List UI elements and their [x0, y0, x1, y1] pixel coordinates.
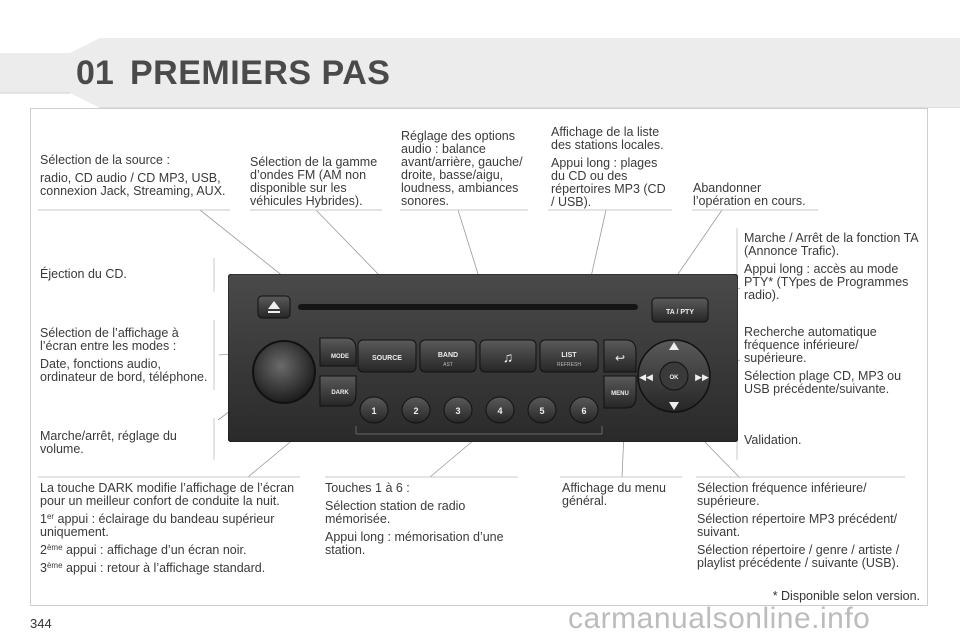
- audio-button[interactable]: ♫: [479, 339, 537, 373]
- watermark: carmanualsonline.info: [568, 602, 871, 635]
- preset-button-6: 6: [569, 396, 599, 424]
- mode-label: MODE: [331, 354, 349, 360]
- mode-button[interactable]: MODE: [319, 337, 357, 367]
- list-label: LIST: [561, 352, 577, 359]
- volume-knob[interactable]: [252, 340, 316, 404]
- navigation-pad[interactable]: OK ◀◀ ▶▶: [637, 339, 711, 413]
- svg-text:1: 1: [371, 406, 376, 416]
- return-button[interactable]: ↩: [603, 339, 637, 373]
- dark-label: DARK: [331, 390, 349, 396]
- svg-text:6: 6: [581, 406, 586, 416]
- svg-text:3: 3: [455, 406, 460, 416]
- dark-button[interactable]: DARK: [319, 375, 357, 407]
- return-icon: ↩: [615, 351, 625, 365]
- band-button[interactable]: BAND AST: [419, 339, 477, 373]
- band-label: BAND: [438, 352, 458, 359]
- ok-label: OK: [670, 375, 680, 381]
- svg-text:2: 2: [413, 406, 418, 416]
- eject-icon: [268, 301, 280, 309]
- chapter-title: PREMIERS PAS: [130, 54, 391, 92]
- arrow-up-icon: [669, 342, 679, 350]
- radio-unit: TA / PTY MODE DARK SOURCE BAND AST ♫ LIS…: [228, 274, 738, 442]
- preset-button-1: 1: [359, 396, 389, 424]
- callout-list: Affichage de la liste des stations local…: [551, 125, 666, 209]
- source-button[interactable]: SOURCE: [357, 339, 417, 373]
- svg-text:5: 5: [539, 406, 544, 416]
- preset-buttons[interactable]: 1 2 3 4 5 6: [355, 396, 603, 435]
- arrow-down-icon: [669, 402, 679, 410]
- svg-text:4: 4: [497, 406, 502, 416]
- callout-power: Marche/arrêt, réglage du volume.: [40, 429, 177, 456]
- menu-button[interactable]: MENU: [603, 375, 637, 409]
- preset-button-3: 3: [443, 396, 473, 424]
- list-button[interactable]: LIST REFRESH: [539, 339, 599, 373]
- callout-eject: Éjection du CD.: [40, 267, 127, 281]
- footnote: * Disponible selon version.: [772, 589, 920, 603]
- callout-menu: Affichage du menu général.: [562, 481, 667, 508]
- rewind-icon: ◀◀: [639, 372, 653, 382]
- callout-dark: La touche DARK modifie l’affichage de l’…: [40, 481, 295, 575]
- callout-band: Sélection de la gamme d’ondes FM (AM non…: [250, 155, 378, 208]
- preset-button-4: 4: [485, 396, 515, 424]
- band-sublabel: AST: [443, 362, 453, 368]
- eject-button[interactable]: [257, 295, 291, 319]
- chapter-header-band: [0, 38, 960, 108]
- callout-source: Sélection de la source : radio, CD audio…: [40, 153, 226, 198]
- source-label: SOURCE: [372, 355, 402, 362]
- content-frame: [30, 108, 928, 606]
- callout-validation: Validation.: [744, 433, 802, 447]
- music-note-icon: ♫: [503, 349, 514, 365]
- page-number: 344: [30, 616, 52, 631]
- list-sublabel: REFRESH: [557, 362, 581, 368]
- callout-ta-pty: Marche / Arrêt de la fonction TA (Annonc…: [744, 231, 918, 302]
- callout-frequency: Sélection fréquence inférieure/ supérieu…: [697, 481, 900, 570]
- ta-pty-label: TA / PTY: [666, 309, 694, 316]
- callout-seek: Recherche automatique fréquence inférieu…: [744, 325, 902, 396]
- callout-audio-options: Réglage des options audio : balance avan…: [401, 129, 523, 208]
- preset-button-2: 2: [401, 396, 431, 424]
- ta-pty-button[interactable]: TA / PTY: [651, 297, 709, 323]
- preset-button-5: 5: [527, 396, 557, 424]
- chapter-number: 01: [76, 54, 114, 92]
- callout-abort: Abandonner l’opération en cours.: [693, 181, 806, 208]
- callout-presets: Touches 1 à 6 : Sélection station de rad…: [325, 481, 504, 557]
- menu-label: MENU: [611, 391, 629, 397]
- cd-slot: [298, 304, 638, 310]
- callout-mode: Sélection de l’affichage à l’écran entre…: [40, 326, 208, 384]
- fast-forward-icon: ▶▶: [695, 372, 709, 382]
